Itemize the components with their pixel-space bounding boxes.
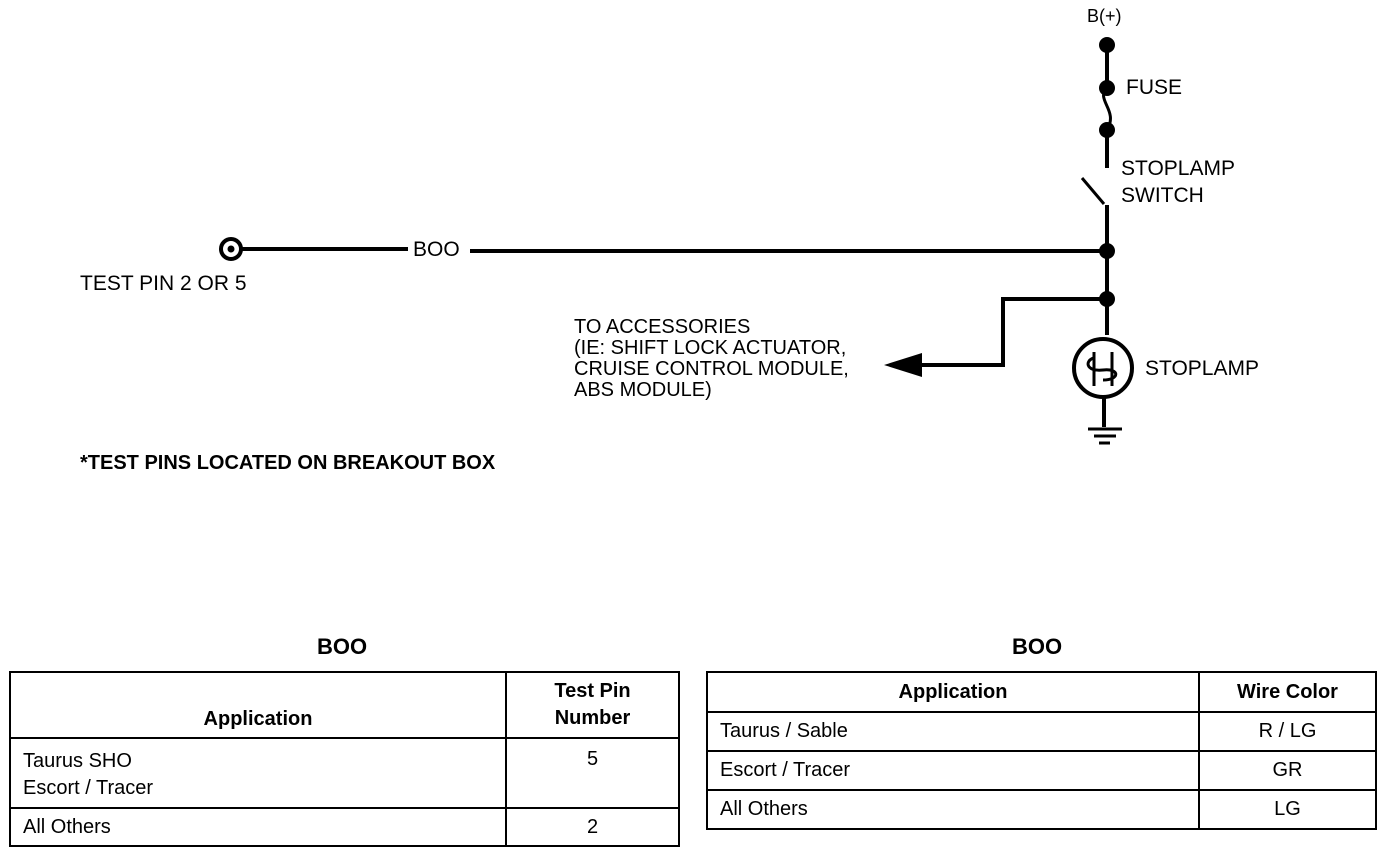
header-application: Application xyxy=(9,671,507,739)
table-header-row: Application Test Pin Number xyxy=(9,671,680,739)
accessories-label-line2: (IE: SHIFT LOCK ACTUATOR, xyxy=(574,337,847,359)
accessory-arrow-icon xyxy=(884,353,922,377)
row-application: All Others xyxy=(706,789,1200,830)
accessories-label: TO ACCESSORIES (IE: SHIFT LOCK ACTUATOR,… xyxy=(574,317,849,401)
header-test-pin-number: Test Pin Number xyxy=(505,671,680,739)
row-wire-color: R / LG xyxy=(1198,711,1377,752)
stoplamp-filament xyxy=(1086,352,1118,386)
left-table-title: BOO xyxy=(317,634,368,659)
header-application: Application xyxy=(706,671,1200,713)
stoplamp-switch-symbol xyxy=(1080,177,1106,205)
b-plus-node xyxy=(1099,37,1115,53)
row-application: All Others xyxy=(9,807,507,847)
boo-wire-label: BOO xyxy=(413,238,460,261)
footnote: *TEST PINS LOCATED ON BREAKOUT BOX xyxy=(80,452,496,474)
row-wire-color: LG xyxy=(1198,789,1377,830)
accessories-label-line1: TO ACCESSORIES xyxy=(574,316,751,338)
table-row: Taurus SHO Escort / Tracer 5 xyxy=(9,737,680,809)
row-application: Taurus / Sable xyxy=(706,711,1200,752)
accessories-label-line4: ABS MODULE) xyxy=(574,379,712,401)
table-header-row: Application Wire Color xyxy=(706,671,1377,713)
row-application: Taurus SHO Escort / Tracer xyxy=(9,737,507,809)
accessories-label-line3: CRUISE CONTROL MODULE, xyxy=(574,358,849,380)
stoplamp-switch-label-line1: STOPLAMP xyxy=(1121,157,1235,180)
row-application: Escort / Tracer xyxy=(706,750,1200,791)
table-row: Taurus / Sable R / LG xyxy=(706,711,1377,752)
fuse-label: FUSE xyxy=(1126,76,1183,99)
table-row: Escort / Tracer GR xyxy=(706,750,1377,791)
row-wire-color: GR xyxy=(1198,750,1377,791)
table-row: All Others LG xyxy=(706,789,1377,830)
table-row: All Others 2 xyxy=(9,807,680,847)
header-wire-color: Wire Color xyxy=(1198,671,1377,713)
stoplamp-label: STOPLAMP xyxy=(1145,357,1259,380)
fuse-bottom-node xyxy=(1099,122,1115,138)
wire-color-table: Application Wire Color Taurus / Sable R … xyxy=(706,671,1377,830)
right-table-title: BOO xyxy=(1012,634,1063,659)
wiring-diagram xyxy=(219,37,1134,445)
row-test-pin: 2 xyxy=(505,807,680,847)
test-pin-table: Application Test Pin Number Taurus SHO E… xyxy=(9,671,680,847)
row-test-pin: 5 xyxy=(505,737,680,809)
test-pin-label: TEST PIN 2 OR 5 xyxy=(80,272,247,295)
test-pin-center xyxy=(227,245,235,253)
b-plus-label: B(+) xyxy=(1087,6,1122,26)
stoplamp-bulb-icon xyxy=(1072,337,1134,399)
stoplamp-switch-label-line2: SWITCH xyxy=(1121,184,1204,207)
accessory-wire xyxy=(915,297,1107,367)
fuse-top-node xyxy=(1099,80,1115,96)
